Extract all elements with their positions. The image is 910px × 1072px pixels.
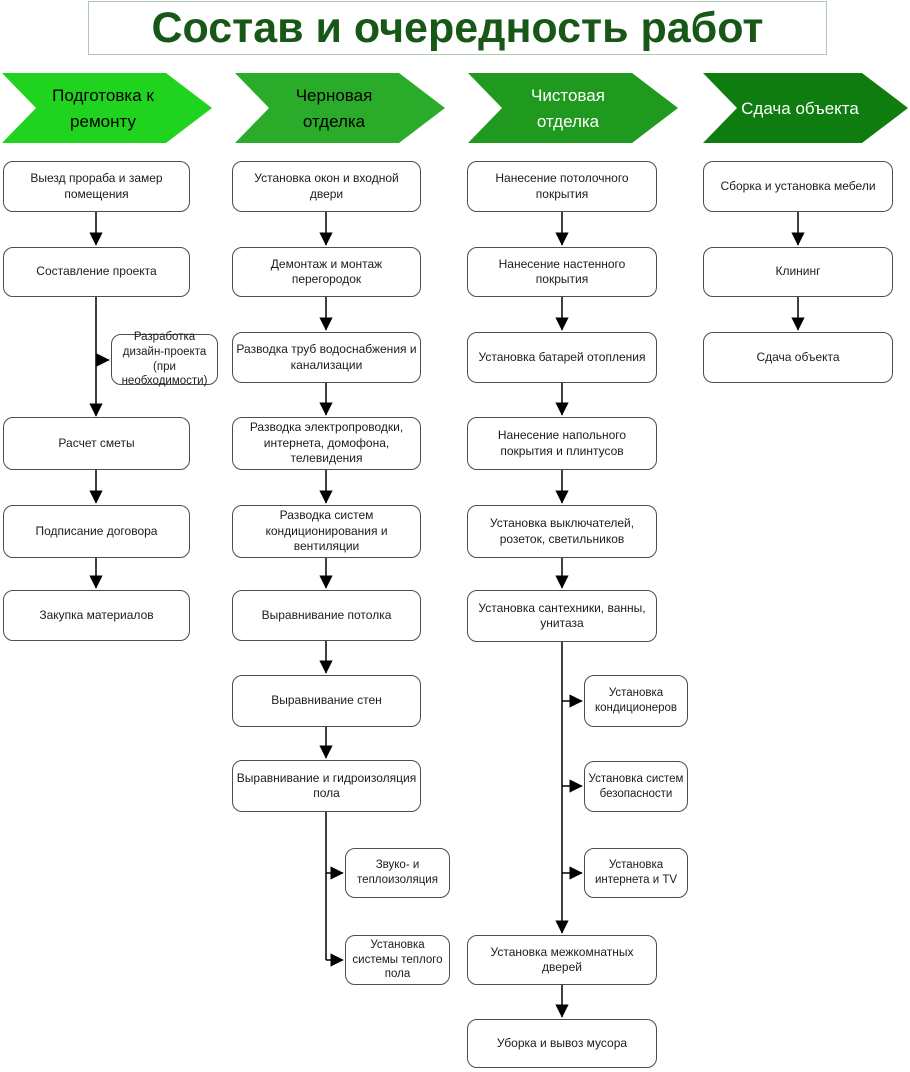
flow-step-box: Выравнивание потолка bbox=[232, 590, 421, 641]
flow-step-box: Нанесение потолочного покрытия bbox=[467, 161, 657, 212]
flow-side-box: Установка систем безопасности bbox=[584, 761, 688, 812]
flow-step-box: Составление проекта bbox=[3, 247, 190, 297]
flow-step-box: Разводка систем кондиционирования и вент… bbox=[232, 505, 421, 558]
stage-chevron-3 bbox=[468, 73, 678, 143]
flow-side-box: Разработка дизайн-проекта (при необходим… bbox=[111, 331, 218, 387]
flow-step-box: Подписание договора bbox=[3, 505, 190, 558]
connectors-col-3 bbox=[555, 212, 583, 1018]
flow-step-box: Установка окон и входной двери bbox=[232, 161, 421, 212]
stage-label-preparation: Подготовка к ремонту bbox=[52, 85, 154, 131]
flow-step-box: Разводка электропроводки, интернета, дом… bbox=[232, 417, 421, 470]
flow-step-box: Выравнивание стен bbox=[232, 675, 421, 727]
flow-side-box: Установка системы теплого пола bbox=[345, 935, 450, 985]
flow-step-box: Разводка труб водоснабжения и канализаци… bbox=[232, 332, 421, 383]
stage-chevrons bbox=[2, 73, 908, 143]
flow-side-box: Установка кондиционеров bbox=[584, 675, 688, 727]
stage-chevron-1 bbox=[2, 73, 212, 143]
flow-side-box: Звуко- и теплоизоляция bbox=[345, 848, 450, 898]
flow-side-box: Установка интернета и TV bbox=[584, 848, 688, 898]
connectors-col-1 bbox=[89, 212, 110, 589]
stage-label-fine-finish: Чистовая отделка bbox=[531, 85, 605, 131]
flow-step-box: Клининг bbox=[703, 247, 893, 297]
flow-step-box: Закупка материалов bbox=[3, 590, 190, 641]
page-title: Состав и очередность работ bbox=[88, 1, 827, 55]
stage-chevron-2 bbox=[235, 73, 445, 143]
flow-step-box: Сборка и установка мебели bbox=[703, 161, 893, 212]
connectors-col-2 bbox=[319, 212, 344, 967]
flow-step-box: Сдача объекта bbox=[703, 332, 893, 383]
flow-step-box: Расчет сметы bbox=[3, 417, 190, 470]
flow-step-box: Нанесение настенного покрытия bbox=[467, 247, 657, 297]
stage-label-handover: Сдача объекта bbox=[741, 98, 859, 118]
flow-step-box: Демонтаж и монтаж перегородок bbox=[232, 247, 421, 297]
flow-step-box: Установка батарей отопления bbox=[467, 332, 657, 383]
flow-step-box: Выезд прораба и замер помещения bbox=[3, 161, 190, 212]
flow-step-box: Нанесение напольного покрытия и плинтусо… bbox=[467, 417, 657, 470]
flow-step-box: Выравнивание и гидроизоляция пола bbox=[232, 760, 421, 812]
flow-step-box: Установка выключателей, розеток, светиль… bbox=[467, 505, 657, 558]
flow-step-box: Уборка и вывоз мусора bbox=[467, 1019, 657, 1068]
stage-label-rough-finish: Черновая отделка bbox=[295, 85, 373, 131]
flow-step-box: Установка сантехники, ванны, унитаза bbox=[467, 590, 657, 642]
flow-step-box: Установка межкомнатных дверей bbox=[467, 935, 657, 985]
stage-chevron-4 bbox=[703, 73, 908, 143]
